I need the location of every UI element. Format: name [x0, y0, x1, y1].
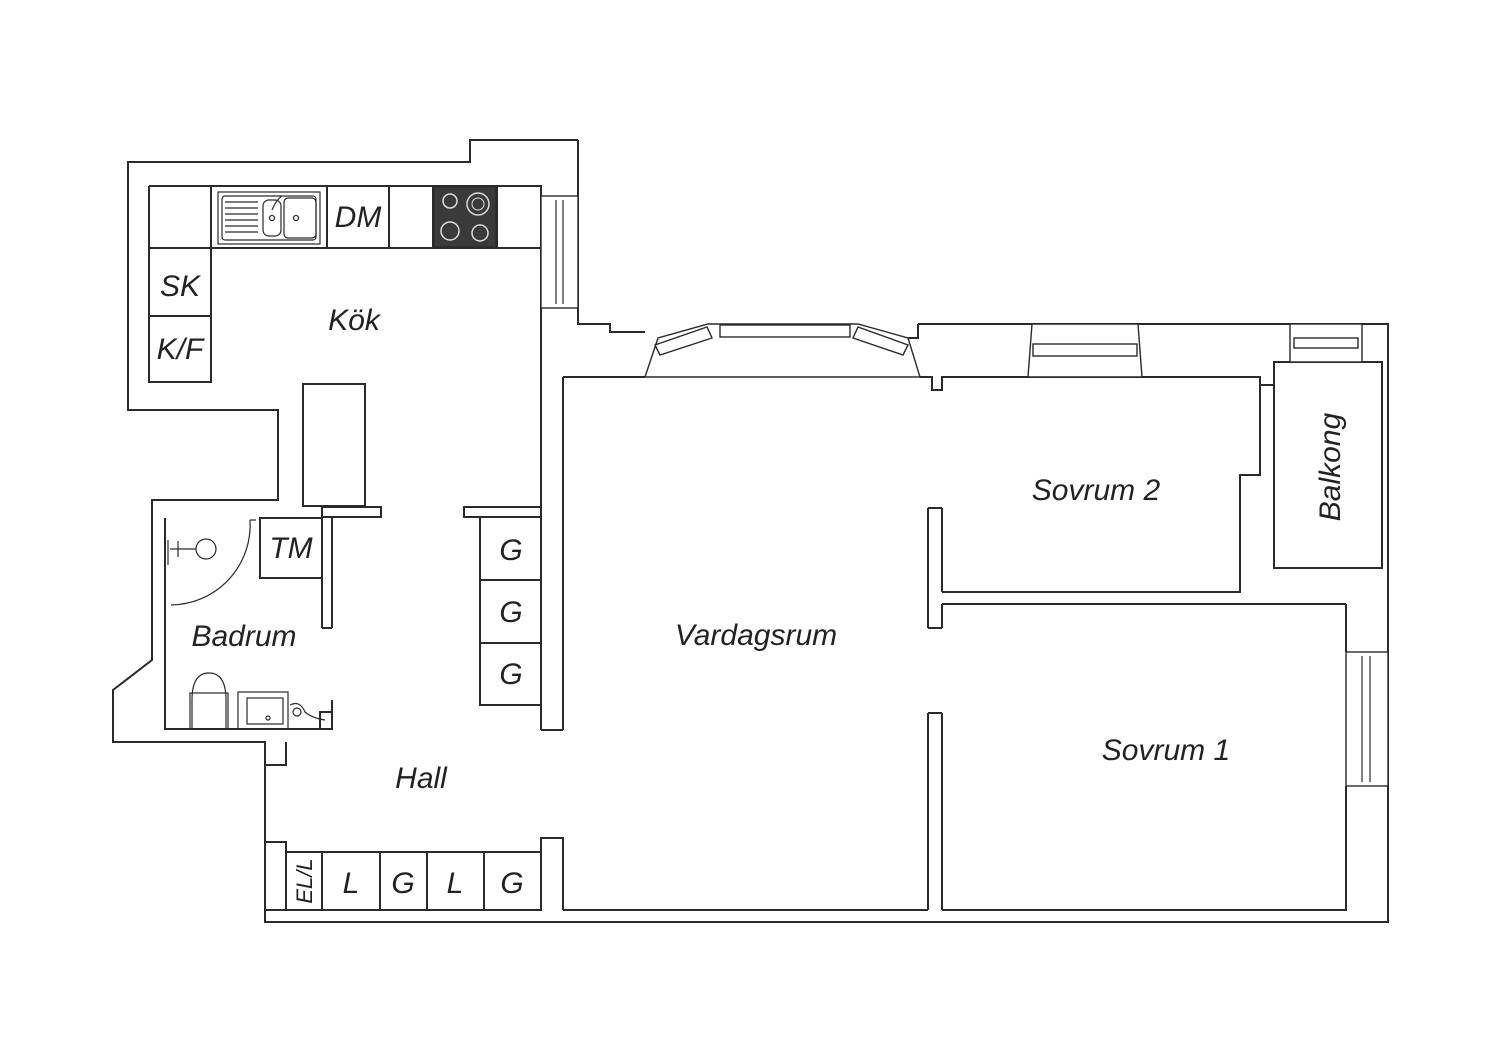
storage-label-l-1: L [343, 867, 360, 900]
freezer-label: SK [160, 270, 202, 303]
wardrobe-label-3: G [499, 658, 522, 691]
room-label-sovrum2: Sovrum 2 [1032, 474, 1161, 507]
balcony: Balkong [1273, 323, 1383, 569]
bedroom-2: Sovrum 2 [941, 323, 1346, 628]
storage-label-g-2: G [500, 867, 523, 900]
room-label-badrum: Badrum [191, 620, 296, 653]
bath-sink-icon [237, 691, 326, 730]
kitchen: DM SK K/F Kök [148, 185, 579, 629]
dishwasher-label: DM [335, 201, 382, 234]
bedroom-1: Sovrum 1 [1102, 604, 1389, 787]
wardrobe-label-2: G [499, 596, 522, 629]
kitchen-window [540, 195, 579, 309]
room-label-balkong: Balkong [1314, 412, 1347, 521]
room-label-kok: Kök [328, 304, 382, 337]
toilet-icon [189, 672, 229, 730]
bathroom: TM Badrum [167, 517, 332, 730]
wardrobe-label-1: G [499, 534, 522, 567]
sink-icon [217, 191, 321, 245]
storage-label-el-l: EL/L [292, 858, 317, 903]
balcony-window [1289, 323, 1363, 363]
living-room: Vardagsrum [563, 323, 1274, 910]
storage-label-g-1: G [391, 867, 414, 900]
storage-label-l-2: L [447, 867, 464, 900]
room-label-hall: Hall [395, 762, 448, 795]
washing-machine-label: TM [269, 532, 312, 565]
fridge-freezer-label: K/F [157, 333, 205, 366]
hall-wardrobes-vertical: G G G [479, 377, 564, 731]
hall-storage-row: EL/L L G L G Hall [265, 762, 564, 911]
room-label-vardagsrum: Vardagsrum [675, 619, 837, 652]
bay-window [644, 323, 921, 378]
bedroom-2-window [1027, 323, 1143, 378]
bedroom-1-window [1345, 651, 1389, 787]
room-label-sovrum1: Sovrum 1 [1102, 734, 1230, 767]
stove-icon [433, 186, 497, 248]
shower-icon [167, 519, 256, 606]
outer-walls [112, 139, 1389, 923]
